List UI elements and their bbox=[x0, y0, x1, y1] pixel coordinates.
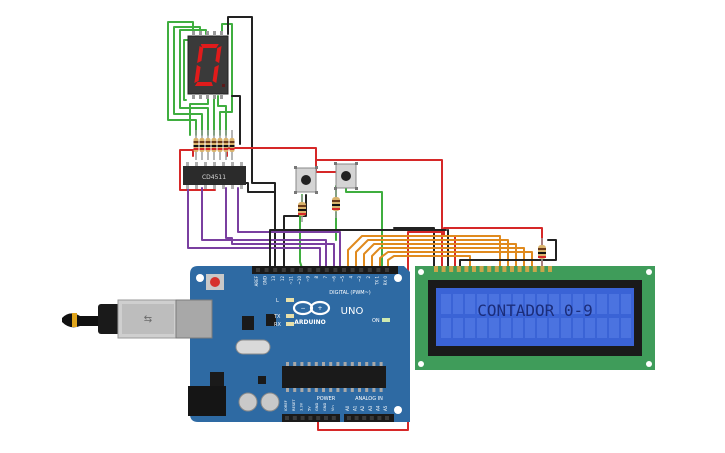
analog-header bbox=[344, 414, 394, 422]
decoder-ic-label: CD4511 bbox=[202, 174, 226, 181]
digital-header-label: DIGITAL (PWM~) bbox=[329, 290, 371, 296]
mount-hole bbox=[394, 274, 402, 282]
power-header-label: POWER bbox=[317, 396, 336, 402]
gnd-wires bbox=[269, 229, 557, 269]
push-button-2[interactable] bbox=[334, 162, 358, 190]
digital-pin-label: TX 1 bbox=[374, 276, 379, 286]
seven-segment-display[interactable] bbox=[187, 31, 229, 99]
power-pin-label: GND bbox=[315, 403, 319, 411]
backlight-resistor bbox=[538, 238, 546, 268]
power-pin-label: 5V bbox=[307, 406, 311, 411]
mount-hole bbox=[196, 274, 204, 282]
analog-pin-label: A1 bbox=[353, 405, 358, 411]
digital-pin-label: 13 bbox=[271, 276, 276, 282]
digital-pin-label: ~5 bbox=[340, 276, 345, 282]
led-l-label: L bbox=[276, 298, 279, 304]
analog-header-label: ANALOG IN bbox=[355, 396, 383, 402]
decoder-ic[interactable]: CD4511 bbox=[183, 162, 246, 189]
digital-pin-label: ~11 bbox=[288, 276, 293, 285]
green-wires bbox=[167, 21, 233, 136]
led-on-label: ON bbox=[372, 318, 380, 324]
resistor-bank bbox=[193, 130, 235, 160]
digital-pin-label: ~6 bbox=[331, 276, 336, 282]
pull-down-resistor-1 bbox=[298, 195, 306, 222]
decimal-point bbox=[222, 84, 225, 87]
arduino-brand-label: ARDUINO bbox=[294, 319, 325, 326]
led-tx-label: TX bbox=[273, 314, 281, 320]
lcd-module[interactable]: CONTADOR 0-9 bbox=[415, 266, 655, 370]
atmega-chip bbox=[282, 362, 386, 392]
led-rx-label: RX bbox=[274, 322, 281, 328]
power-pin-label: IOREF bbox=[284, 400, 288, 411]
pull-down-resistor-2 bbox=[332, 190, 340, 218]
digital-pin-label: ~9 bbox=[306, 276, 311, 282]
power-pin-label: RESET bbox=[292, 399, 296, 411]
svg-text:−: − bbox=[300, 305, 305, 312]
usb-cable: ⇆ bbox=[62, 299, 179, 339]
digital-pin-label: 8 bbox=[314, 276, 319, 279]
power-pin-label: Vin bbox=[331, 405, 335, 411]
power-jack bbox=[188, 386, 226, 416]
mount-hole bbox=[394, 406, 402, 414]
digital-pin-label: ~3 bbox=[357, 276, 362, 282]
power-pin-label: 3.3V bbox=[300, 402, 304, 411]
usb-icon: ⇆ bbox=[144, 314, 152, 325]
orange-wires bbox=[347, 235, 533, 269]
digital-pin-label: ~10 bbox=[297, 276, 302, 285]
arduino-model-label: UNO bbox=[341, 306, 364, 317]
analog-pin-label: A3 bbox=[368, 405, 373, 411]
digital-pin-label: RX 0 bbox=[383, 276, 388, 286]
digital-pin-label: GND bbox=[263, 276, 268, 285]
push-button-1[interactable] bbox=[294, 166, 318, 194]
seven-segment-pins-top bbox=[192, 31, 223, 36]
digital-pin-label: AREF bbox=[254, 275, 259, 286]
digital-pin-label: 2 bbox=[366, 276, 371, 279]
seven-segment-pins-bottom bbox=[192, 94, 223, 99]
seven-segment-digit-zero bbox=[194, 44, 222, 86]
status-leds: L TX RX ON bbox=[273, 298, 390, 328]
digital-pin-label: 4 bbox=[349, 276, 354, 279]
arduino-logo: − + ARDUINO UNO bbox=[292, 300, 364, 326]
lcd-text: CONTADOR 0-9 bbox=[477, 301, 593, 320]
crystal bbox=[235, 339, 271, 355]
svg-text:+: + bbox=[317, 305, 322, 312]
analog-pin-label: A4 bbox=[375, 405, 380, 411]
power-pin-label: GND bbox=[323, 403, 327, 411]
digital-pin-label: 12 bbox=[280, 276, 285, 282]
digital-pin-label: 7 bbox=[323, 276, 328, 279]
analog-pin-label: A0 bbox=[345, 405, 350, 411]
analog-pin-label: A2 bbox=[360, 405, 365, 411]
analog-pin-label: A5 bbox=[383, 405, 388, 411]
purple-wires bbox=[187, 187, 341, 269]
